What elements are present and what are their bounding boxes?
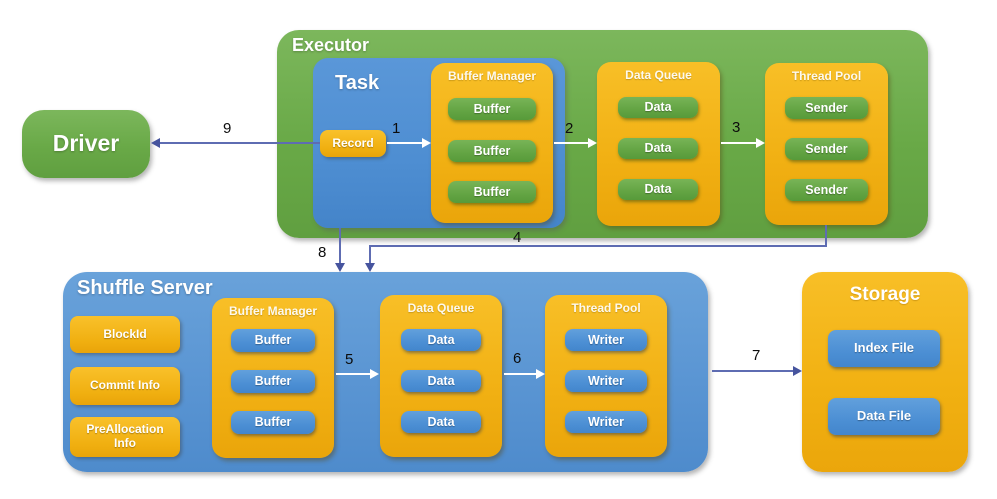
storage-title: Storage: [849, 284, 921, 305]
shuffle-server-box: Shuffle Server BlockId Commit Info PreAl…: [63, 272, 708, 472]
flow-step-2: 2: [565, 120, 574, 137]
index-file-box: Index File: [828, 330, 940, 367]
task-title: Task: [335, 72, 380, 94]
arrow-record-to-buffer-manager: [387, 142, 422, 144]
server-data-queue: Data Queue Data Data Data: [380, 295, 502, 457]
arrow-server-buffer-to-data-queue: [336, 373, 370, 375]
executor-thread-pool-title: Thread Pool: [791, 69, 862, 83]
arrow-buffer-manager-to-data-queue: [554, 142, 588, 144]
preallocation-info-box: PreAllocation Info: [70, 417, 180, 457]
arrowhead-icon: [365, 263, 375, 272]
storage-box: Storage Index File Data File: [802, 272, 968, 472]
arrowhead-icon: [422, 138, 431, 148]
server-buffer-manager-title: Buffer Manager: [228, 304, 317, 318]
executor-title: Executor: [292, 35, 370, 55]
flow-step-4: 4: [513, 229, 522, 246]
server-thread-pool: Thread Pool Writer Writer Writer: [545, 295, 667, 457]
shuffle-server-title: Shuffle Server: [77, 277, 213, 299]
buffer-item: Buffer: [448, 181, 536, 203]
server-buffer-manager: Buffer Manager Buffer Buffer Buffer: [212, 298, 334, 458]
data-item: Data: [401, 411, 481, 433]
arrow-server-to-storage: [712, 370, 794, 372]
data-item: Data: [618, 138, 698, 159]
sender-item: Sender: [785, 138, 868, 160]
data-file-box: Data File: [828, 398, 940, 435]
writer-item: Writer: [565, 411, 647, 433]
arrow-task-to-driver: [160, 142, 320, 144]
flow-step-1: 1: [392, 120, 401, 137]
buffer-item: Buffer: [231, 370, 315, 393]
arrow-data-queue-to-thread-pool: [721, 142, 756, 144]
record-box: Record: [320, 130, 386, 157]
flow-step-3: 3: [732, 119, 741, 136]
executor-box: Executor Task Record Buffer Manager Buff…: [277, 30, 928, 238]
flow-step-9: 9: [223, 120, 232, 137]
buffer-item: Buffer: [448, 98, 536, 120]
executor-buffer-manager-title: Buffer Manager: [447, 69, 536, 83]
buffer-item: Buffer: [448, 140, 536, 162]
arrowhead-icon: [151, 138, 160, 148]
data-item: Data: [618, 97, 698, 118]
blockid-box: BlockId: [70, 316, 180, 353]
arrow-server-data-queue-to-thread-pool: [504, 373, 536, 375]
arrowhead-icon: [536, 369, 545, 379]
arrow-task-to-server: [339, 228, 341, 263]
writer-item: Writer: [565, 370, 647, 392]
executor-data-queue: Data Queue Data Data Data: [597, 62, 720, 226]
arrowhead-icon: [370, 369, 379, 379]
server-thread-pool-title: Thread Pool: [571, 301, 641, 315]
flow-step-7: 7: [752, 347, 761, 364]
executor-buffer-manager: Buffer Manager Buffer Buffer Buffer: [431, 63, 553, 223]
arrowhead-icon: [588, 138, 597, 148]
flow-step-8: 8: [318, 244, 327, 261]
executor-thread-pool: Thread Pool Sender Sender Sender: [765, 63, 888, 225]
server-data-queue-title: Data Queue: [407, 301, 475, 315]
sender-item: Sender: [785, 97, 868, 119]
driver-box: Driver: [22, 110, 150, 178]
buffer-item: Buffer: [231, 329, 315, 352]
arrow-sender-to-server-seg3: [369, 245, 371, 263]
arrow-sender-to-server-seg2: [369, 245, 827, 247]
arrow-sender-to-server-seg1: [825, 225, 827, 247]
arrowhead-icon: [335, 263, 345, 272]
flow-step-6: 6: [513, 350, 522, 367]
sender-item: Sender: [785, 179, 868, 201]
buffer-item: Buffer: [231, 411, 315, 434]
commit-info-box: Commit Info: [70, 367, 180, 405]
writer-item: Writer: [565, 329, 647, 351]
flow-step-5: 5: [345, 351, 354, 368]
executor-data-queue-title: Data Queue: [625, 68, 692, 82]
arrowhead-icon: [793, 366, 802, 376]
data-item: Data: [401, 370, 481, 392]
driver-title: Driver: [52, 130, 120, 156]
data-item: Data: [401, 329, 481, 351]
arrowhead-icon: [756, 138, 765, 148]
data-item: Data: [618, 179, 698, 200]
